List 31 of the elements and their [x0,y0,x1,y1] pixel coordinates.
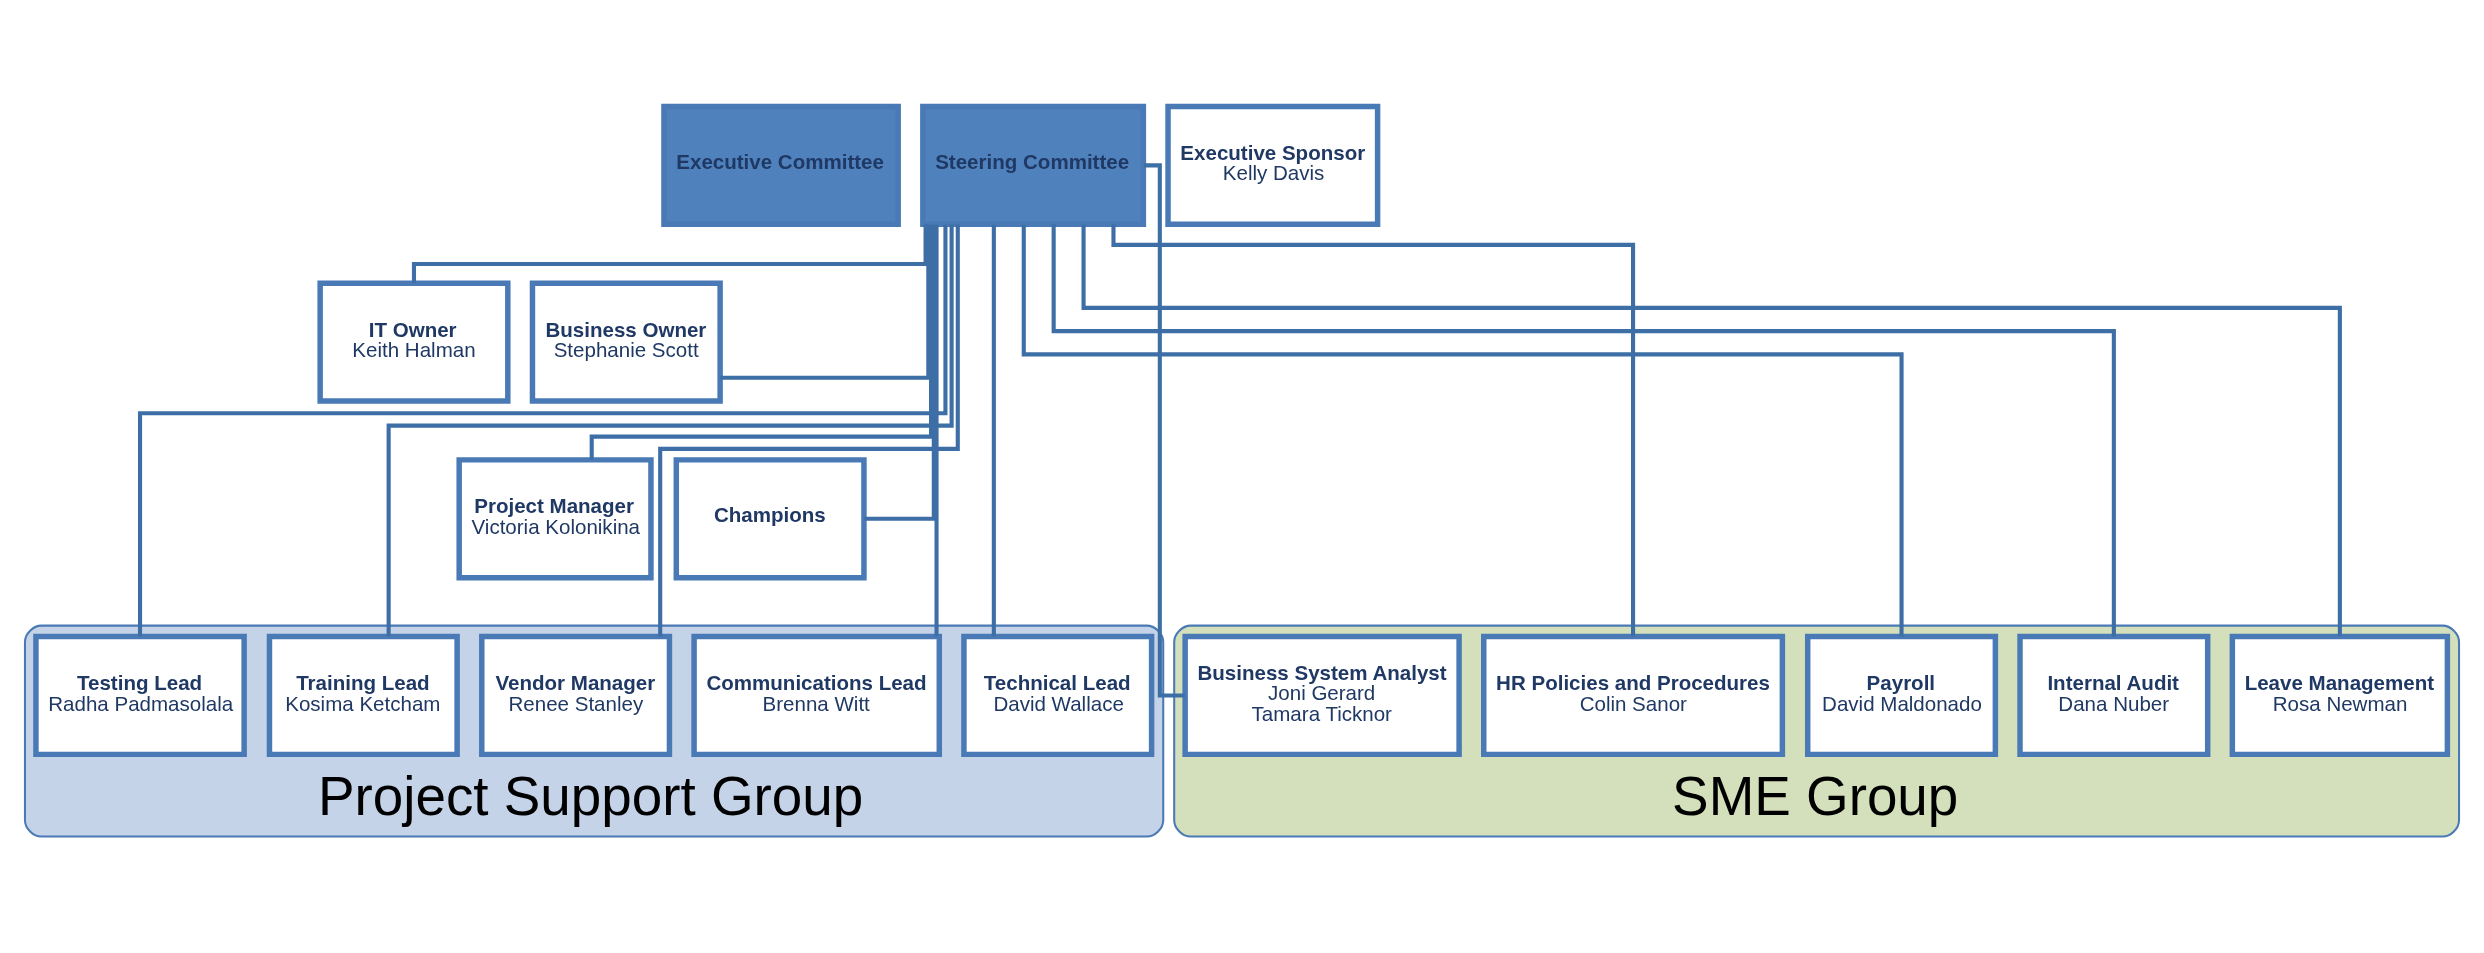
node-box: Communications Lead Brenna Witt [691,633,942,757]
node-box: Champions [673,456,867,580]
node-box: Business Owner Stephanie Scott [529,279,723,404]
node-box: Testing Lead Radha Padmasolala [33,633,247,757]
connector [991,224,996,636]
connector [934,224,939,636]
connector [1143,162,1185,698]
connector [720,224,931,380]
node-box: Technical Lead David Wallace [961,633,1155,757]
connector [589,224,934,459]
node-box: Payroll David Maldonado [1804,633,1999,757]
node-box: Steering Committee [920,103,1147,227]
node-box: Project Manager Victoria Kolonikina [456,456,654,580]
node-box: Business System Analyst Joni Gerard Tamara Ticknor [1182,633,1462,757]
connector [1021,224,1904,636]
connector [137,224,948,636]
node-box: Internal Audit Dana Nuber [2017,633,2211,757]
node-box: IT Owner Keith Halman [317,279,511,404]
node-box: Executive Committee [661,103,901,227]
connector [1051,223,2116,637]
connector [1081,224,2342,636]
connector [1111,223,1636,637]
node-box: Executive Sponsor Kelly Davis [1165,103,1381,227]
connector [386,223,954,636]
node-box: HR Policies and Procedures Colin Sanor [1481,633,1786,757]
node-box: Vendor Manager Renee Stanley [479,633,673,757]
connector [411,223,928,283]
node-box: Training Lead Kosima Ketcham [266,633,460,757]
node-box: Leave Management Rosa Newman [2229,633,2451,757]
connector [864,224,936,521]
connector [658,223,960,636]
